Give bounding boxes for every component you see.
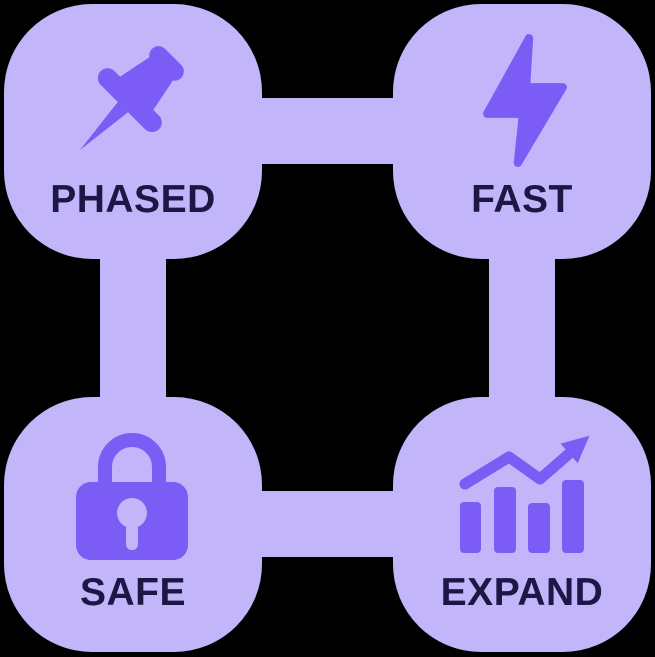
card-phased: PHASED — [4, 4, 262, 259]
card-fast: FAST — [393, 4, 651, 259]
bar-chart-trend-icon — [457, 433, 595, 553]
card-safe: SAFE — [4, 397, 262, 652]
card-expand: EXPAND — [393, 397, 651, 652]
pushpin-icon — [58, 32, 198, 172]
card-label: PHASED — [50, 178, 216, 221]
lightning-bolt-icon — [479, 34, 571, 167]
card-label: SAFE — [79, 571, 186, 614]
lock-icon — [75, 433, 189, 561]
card-label: EXPAND — [440, 571, 604, 614]
card-label: FAST — [471, 178, 573, 221]
